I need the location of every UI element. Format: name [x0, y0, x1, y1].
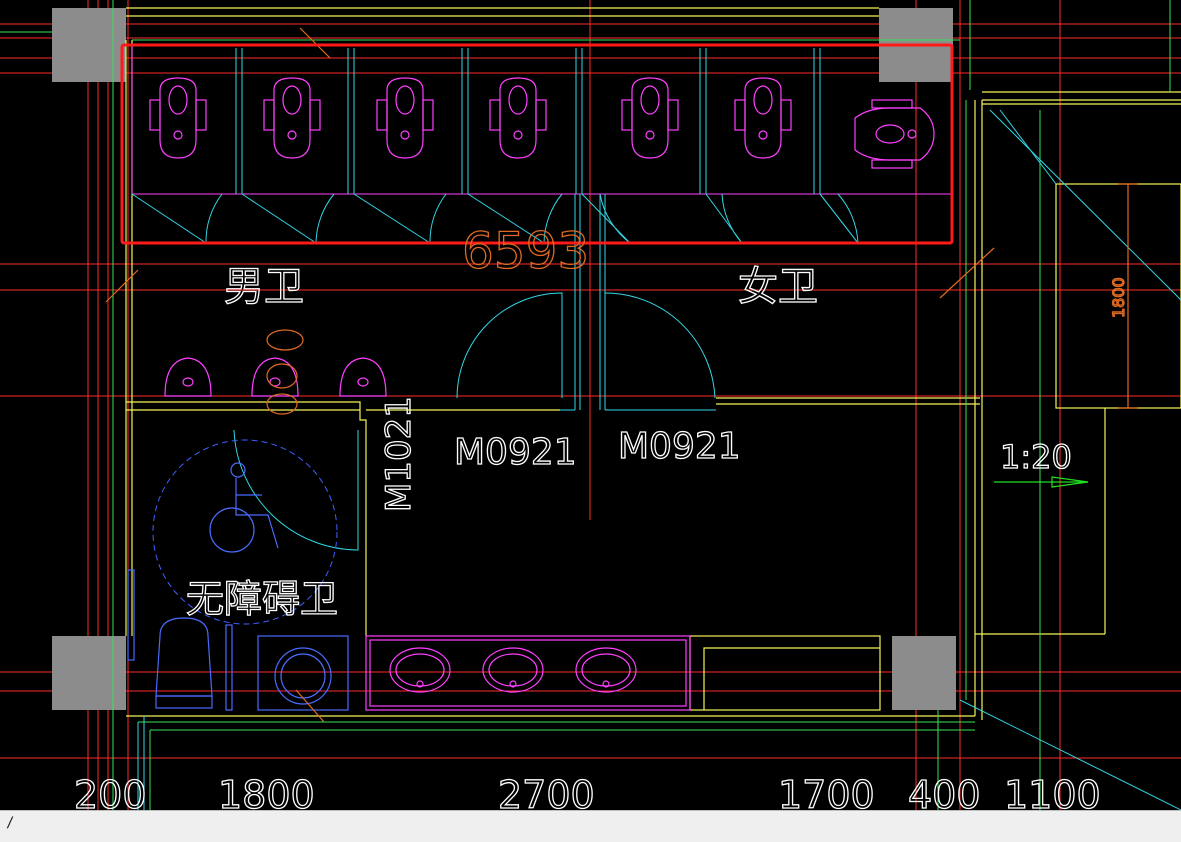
- urinal-2: [251, 357, 299, 397]
- womens-room-label: 女卫: [738, 264, 818, 310]
- cad-drawing-canvas[interactable]: 男卫 女卫 无障碍卫 M0921 M0921 M1021 6593 1800 1…: [0, 0, 1181, 810]
- bottom-dimension-3: 2700: [498, 773, 595, 810]
- column-bottom-right: [892, 636, 956, 710]
- overall-width-dimension: 6593: [462, 222, 589, 280]
- accessible-door-label: M1021: [379, 396, 419, 512]
- accessible-room-label: 无障碍卫: [186, 577, 338, 621]
- squat-toilets: [149, 77, 935, 169]
- bottom-dimension-row: 200 1800 2700 1700 400 1100: [73, 772, 1101, 810]
- urinals: [164, 357, 387, 397]
- accessible-toilet: [155, 617, 213, 697]
- urinal-3: [339, 357, 387, 397]
- mens-room-label: 男卫: [224, 264, 304, 310]
- bottom-dimension-2: 1800: [218, 773, 315, 810]
- washbasin-1: [389, 647, 451, 693]
- accessible-basin: [274, 647, 332, 705]
- accessible-fixtures: [127, 462, 349, 711]
- side-height-dimension: 1800: [1109, 277, 1128, 318]
- squat-toilet-1: [149, 77, 207, 159]
- bottom-dimension-1: 200: [74, 773, 147, 810]
- walls: [0, 0, 1181, 810]
- squat-toilet-7: [854, 99, 935, 169]
- squat-toilet-3: [376, 77, 434, 159]
- door-label-left: M0921: [454, 432, 577, 473]
- stall-door-swings: [131, 193, 859, 625]
- highlight-selection-box[interactable]: [120, 43, 954, 245]
- squat-toilet-5: [621, 77, 679, 159]
- washbasin-counter: [365, 635, 691, 711]
- urinal-1: [164, 357, 212, 397]
- status-bar-glyph: /: [6, 815, 15, 831]
- squat-toilet-4: [489, 77, 547, 159]
- washbasin-3: [575, 647, 637, 693]
- column-bottom-left: [52, 636, 126, 710]
- bottom-dimension-4: 1700: [778, 773, 875, 810]
- squat-toilet-2: [263, 77, 321, 159]
- labels: 男卫 女卫 无障碍卫 M0921 M0921 M1021 6593 1800 1…: [73, 221, 1128, 810]
- status-bar: /: [0, 810, 1181, 842]
- scale-label: 1:20: [1000, 438, 1072, 476]
- bottom-dimension-6: 1100: [1004, 773, 1101, 810]
- wheelchair-icon: [209, 462, 279, 553]
- washbasin-2: [482, 647, 544, 693]
- scale-arrow: [994, 476, 1089, 488]
- bottom-dimension-5: 400: [908, 773, 981, 810]
- column-top-left: [52, 8, 126, 82]
- squat-toilet-6: [734, 77, 792, 159]
- dimension-marks: [105, 27, 1138, 723]
- door-label-right: M0921: [618, 426, 741, 467]
